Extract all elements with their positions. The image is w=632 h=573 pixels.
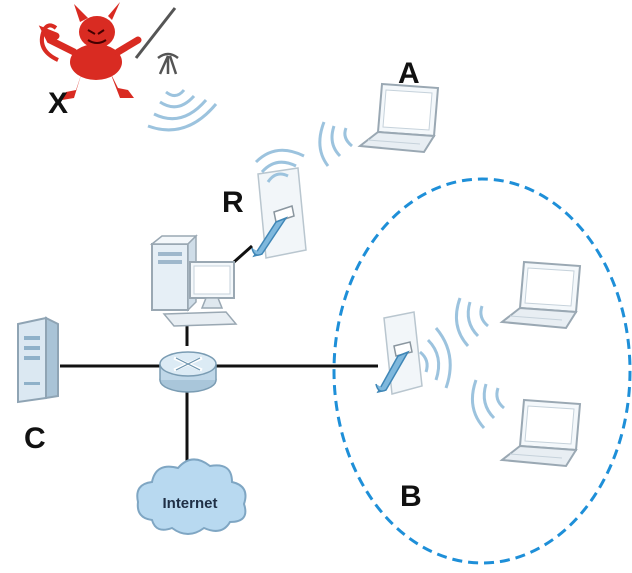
wifi-wave-icon bbox=[454, 297, 489, 348]
label-attacker: X bbox=[48, 87, 68, 120]
wifi-wave-icon bbox=[254, 148, 305, 183]
laptop-icon bbox=[499, 260, 582, 330]
laptop-icon bbox=[499, 398, 582, 468]
desktop-icon bbox=[149, 234, 238, 327]
wifi-wave-icon bbox=[318, 121, 353, 167]
devil-icon bbox=[38, 2, 179, 100]
wifi-wave-icon bbox=[147, 89, 218, 132]
cloud-icon: Internet bbox=[136, 458, 247, 535]
access-point-icon bbox=[375, 311, 423, 395]
internet-label: Internet bbox=[162, 495, 217, 512]
router-icon bbox=[159, 351, 217, 393]
label-server: C bbox=[24, 422, 46, 455]
wifi-wave-icon bbox=[470, 379, 505, 430]
label-repeater: R bbox=[222, 186, 244, 219]
wires bbox=[60, 244, 378, 486]
wire-desktop-repeater bbox=[233, 244, 253, 264]
label-laptop-a: A bbox=[398, 57, 420, 90]
access-point-icon bbox=[251, 167, 307, 259]
server-icon bbox=[17, 316, 59, 404]
label-wlan: B bbox=[400, 480, 422, 513]
wlan-boundary bbox=[332, 177, 632, 565]
laptop-icon bbox=[357, 82, 440, 154]
wifi-wave-icon bbox=[419, 327, 452, 389]
